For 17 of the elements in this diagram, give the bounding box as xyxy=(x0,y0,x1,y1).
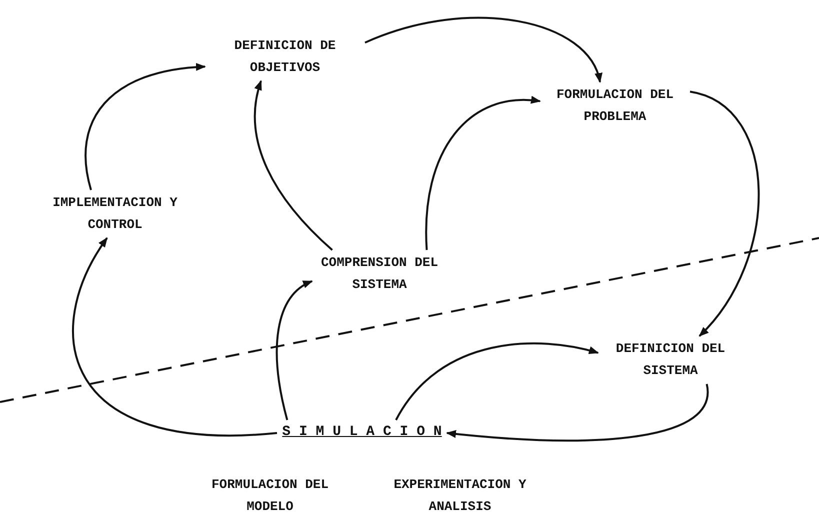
node-label: FORMULACION DEL PROBLEMA xyxy=(555,86,675,126)
node-label: S I M U L A C I O N xyxy=(282,423,442,442)
caption-text: EXPERIMENTACION Y ANALISIS xyxy=(392,476,528,516)
node-label: IMPLEMENTACION Y CONTROL xyxy=(52,194,178,234)
arrow xyxy=(364,16,602,83)
node-label: DEFINICION DEL SISTEMA xyxy=(614,340,726,380)
arrow xyxy=(690,90,760,337)
arrow xyxy=(254,80,333,251)
arrow xyxy=(446,384,708,442)
arrow xyxy=(395,342,599,421)
node-label: DEFINICION DE OBJETIVOS xyxy=(233,36,337,77)
node-label: COMPRENSION DEL SISTEMA xyxy=(320,254,440,294)
arrow xyxy=(276,280,313,420)
arrow xyxy=(84,63,206,190)
caption-text: FORMULACION DEL MODELO xyxy=(210,476,330,516)
arrow xyxy=(425,96,541,250)
arrow xyxy=(72,237,278,436)
